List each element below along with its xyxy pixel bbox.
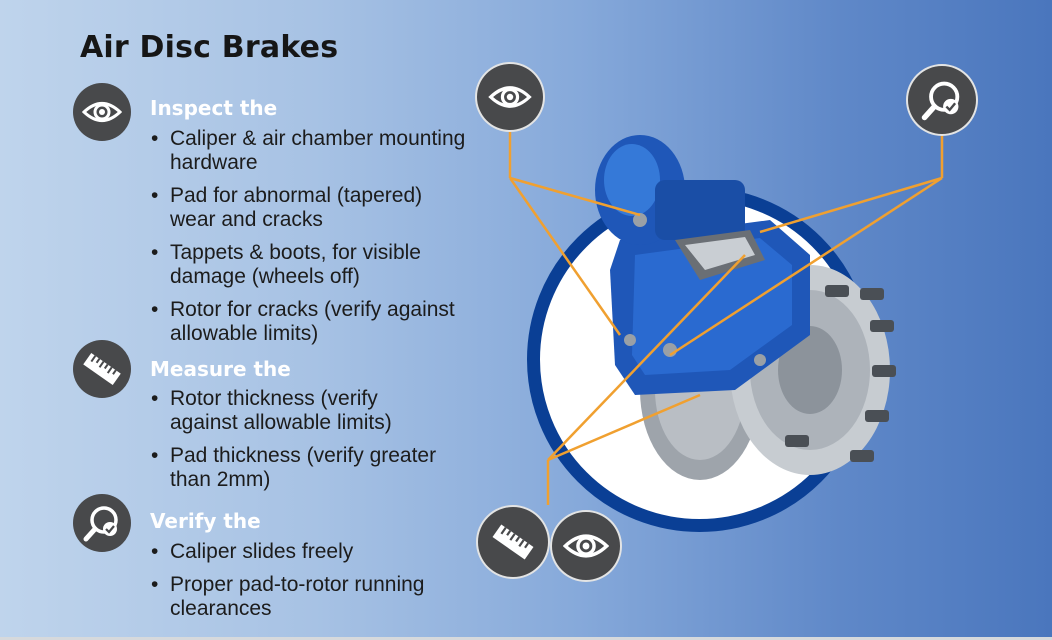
list-item: Tappets & boots, for visible damage (whe… — [150, 241, 470, 289]
list-item: Proper pad-to-rotor running clearances — [150, 573, 450, 621]
list-item: Caliper & air chamber mounting hardware — [150, 127, 470, 175]
verify-list: Caliper slides freely Proper pad-to-roto… — [150, 540, 450, 630]
measure-list: Rotor thickness (verify against allowabl… — [150, 387, 450, 501]
list-item: Pad thickness (verify greater than 2mm) — [150, 444, 450, 492]
page-title: Air Disc Brakes — [80, 30, 339, 65]
inspect-list: Caliper & air chamber mounting hardware … — [150, 127, 470, 355]
list-item: Pad for abnormal (tapered) wear and crac… — [150, 184, 470, 232]
list-item: Rotor for cracks (verify against allowab… — [150, 298, 470, 346]
section-heading-inspect: Inspect the — [150, 96, 278, 120]
list-item: Caliper slides freely — [150, 540, 450, 564]
section-heading-measure: Measure the — [150, 357, 291, 381]
eye-icon — [73, 83, 131, 141]
magnifier-check-icon — [73, 494, 131, 552]
list-item: Rotor thickness (verify against allowabl… — [150, 387, 450, 435]
ruler-icon — [476, 505, 550, 579]
brake-assembly-illustration — [595, 135, 896, 480]
eye-icon — [550, 510, 622, 582]
magnifier-check-icon — [906, 64, 978, 136]
bottom-border — [0, 637, 1052, 640]
eye-icon — [475, 62, 545, 132]
section-heading-verify: Verify the — [150, 509, 261, 533]
ruler-icon — [73, 340, 131, 398]
